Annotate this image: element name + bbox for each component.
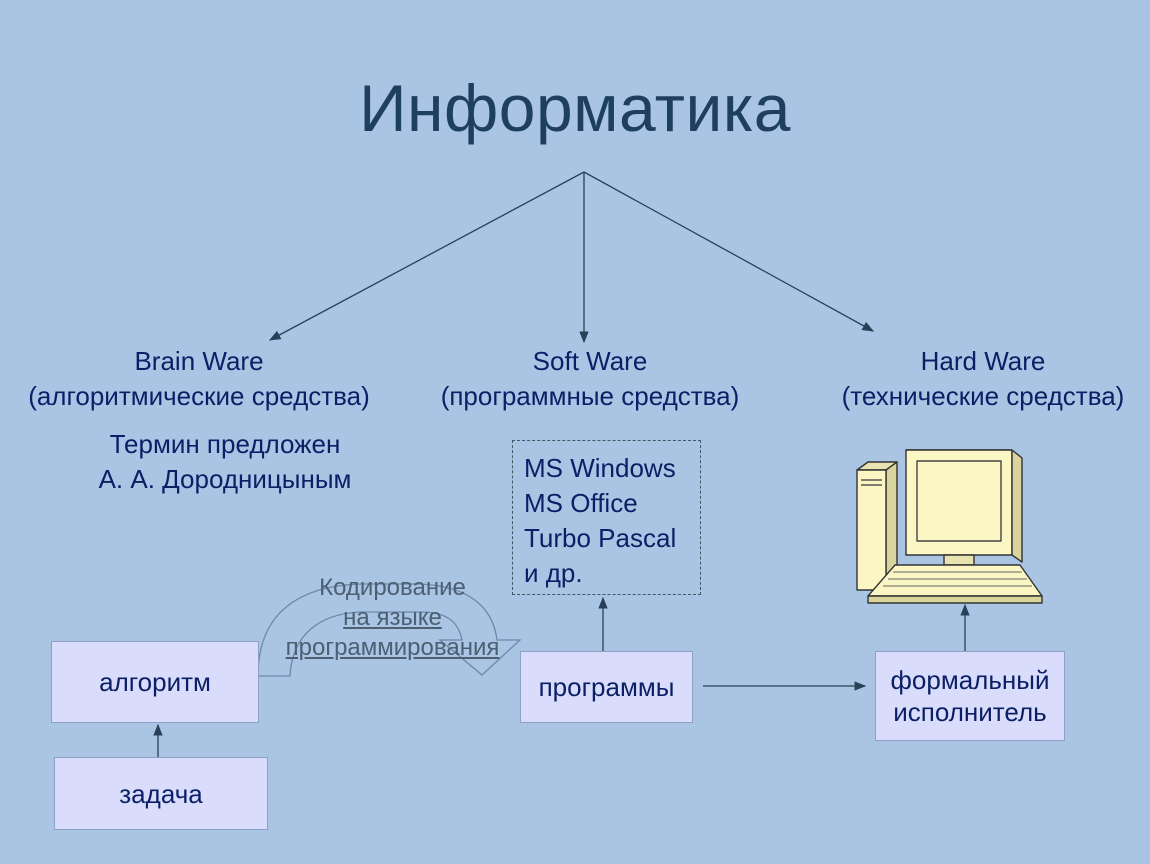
coding-line: Кодирование: [319, 574, 466, 601]
software-example: MS Office: [524, 488, 638, 518]
brainware-note: Термин предложен А. А. Дородницыным: [30, 427, 420, 497]
branch-brainware-subtitle: (алгоритмические средства): [28, 381, 370, 411]
branch-hardware: Hard Ware (технические средства): [812, 344, 1150, 414]
programs-label: программы: [538, 672, 675, 702]
curved-arrow-icon: [257, 583, 522, 677]
branch-software: Soft Ware (программные средства): [410, 344, 770, 414]
software-example: MS Windows: [524, 453, 676, 483]
task-label: задача: [119, 778, 203, 809]
note-line: Термин предложен: [109, 429, 341, 459]
algorithm-label: алгоритм: [99, 667, 211, 697]
coding-line: программирования: [285, 634, 500, 661]
branch-hardware-name: Hard Ware: [920, 346, 1046, 376]
edge-title-brainware: [268, 171, 585, 341]
branch-software-name: Soft Ware: [532, 346, 648, 376]
branch-brainware: Brain Ware (алгоритмические средства): [0, 344, 398, 414]
executor-box: формальный исполнитель: [875, 651, 1065, 741]
edge-title-hardware: [583, 171, 875, 332]
branch-brainware-name: Brain Ware: [134, 346, 264, 376]
algorithm-box: алгоритм: [51, 641, 259, 723]
coding-line: на языке: [343, 604, 442, 631]
programs-box: программы: [520, 651, 693, 723]
branch-hardware-subtitle: (технические средства): [841, 381, 1125, 411]
software-example: и др.: [524, 558, 583, 588]
software-examples-box: MS Windows MS Office Turbo Pascal и др.: [512, 440, 701, 595]
branch-software-subtitle: (программные средства): [440, 381, 740, 411]
software-example: Turbo Pascal: [524, 523, 677, 553]
computer-icon: [856, 449, 1043, 604]
task-box: задача: [54, 757, 268, 830]
executor-label-line: исполнитель: [893, 697, 1047, 727]
executor-label-line: формальный: [890, 665, 1050, 695]
diagram-title: Информатика: [359, 71, 791, 145]
note-line: А. А. Дородницыным: [98, 464, 352, 494]
coding-label: Кодирование на языке программирования: [255, 573, 530, 663]
